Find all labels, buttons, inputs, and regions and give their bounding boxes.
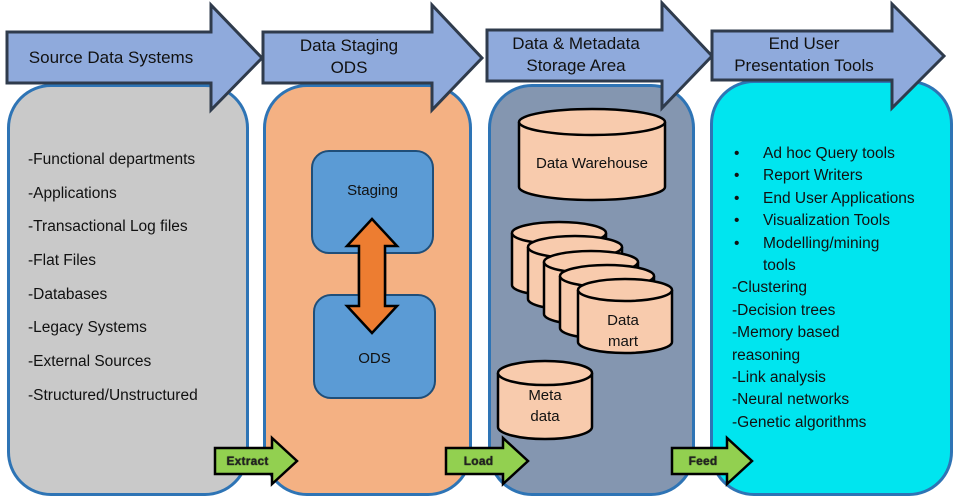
stage-title-line: ODS <box>330 58 368 77</box>
staging-label: Staging <box>347 182 398 199</box>
list-item: -External Sources <box>28 353 152 371</box>
list-item: -Memory based reasoning <box>732 324 840 364</box>
list-item: -Functional departments <box>28 151 196 168</box>
list-item: -Flat Files <box>28 252 97 270</box>
stage-title-tools: End User Presentation Tools <box>712 33 896 77</box>
presentation-tools-list: • Ad hoc Query tools • Report Writers • End… <box>732 143 915 434</box>
list-item: -Genetic algorithms <box>732 413 867 431</box>
bullet-icon: • <box>734 234 740 252</box>
feed-label: Feed <box>688 454 718 468</box>
tool-name: End User Applications <box>763 189 915 207</box>
tool-name: Report Writers <box>763 167 863 185</box>
list-item: -Clustering <box>732 279 807 297</box>
stage-title-staging: Data Staging ODS <box>263 35 435 79</box>
source-systems-panel <box>7 84 249 496</box>
data-warehouse-label: Data Warehouse <box>535 155 648 172</box>
feed-arrow <box>670 435 754 487</box>
stage-title-line: Storage Area <box>526 56 626 75</box>
list-item: • Ad hoc Query tools <box>732 143 915 165</box>
list-item: • Visualization Tools <box>732 210 915 232</box>
stage-title-line: Source Data Systems <box>28 48 194 67</box>
stage-title-storage: Data & Metadata Storage Area <box>487 33 665 77</box>
ods-box: ODS <box>313 294 436 399</box>
stage-title-line: Presentation Tools <box>734 56 874 75</box>
metadata-label: Meta data <box>498 385 592 427</box>
bullet-icon: • <box>734 212 740 230</box>
list-item: • Modelling/mining tools <box>732 233 915 278</box>
tool-name: Ad hoc Query tools <box>763 145 895 162</box>
data-mart-cylinder <box>576 277 674 355</box>
tool-name: Modelling/mining tools <box>763 234 880 275</box>
data-warehouse-cylinder <box>517 107 667 202</box>
list-item: • End User Applications <box>732 188 915 210</box>
metadata-cylinder <box>496 359 594 441</box>
metadata-label-line: data <box>530 408 560 425</box>
list-item: -Link analysis <box>732 369 826 387</box>
extract-label: Extract <box>226 454 269 468</box>
stage-title-line: Data & Metadata <box>512 34 640 53</box>
header-arrow-storage <box>485 0 715 112</box>
header-arrow-source <box>5 1 265 114</box>
list-item: -Databases <box>28 285 108 303</box>
list-item: -Neural networks <box>732 391 850 409</box>
header-arrow-staging <box>261 1 485 114</box>
stage-title-line: End User <box>768 34 840 53</box>
bullet-icon: • <box>734 167 740 185</box>
list-item: -Legacy Systems <box>28 319 147 337</box>
data-mart-stack <box>510 220 674 355</box>
header-arrow-tools <box>710 0 947 112</box>
list-item: • Report Writers <box>732 165 915 187</box>
load-label: Load <box>463 454 494 468</box>
data-mart-label: Data mart <box>578 310 668 352</box>
ods-label: ODS <box>358 350 391 367</box>
metadata-label-line: Meta <box>528 387 562 404</box>
data-mart-label-line: Data <box>607 312 639 329</box>
list-item: -Structured/Unstructured <box>28 386 198 404</box>
data-mart-label-line: mart <box>608 333 638 350</box>
source-systems-list: -Functional departments -Applications -T… <box>28 150 198 420</box>
tool-name: Visualization Tools <box>763 212 890 230</box>
list-item: -Applications <box>28 184 117 202</box>
staging-box: Staging <box>311 150 434 254</box>
stage-title-source: Source Data Systems <box>7 47 215 69</box>
list-item: -Decision trees <box>732 301 836 319</box>
presentation-tools-panel <box>710 80 953 496</box>
bullet-icon: • <box>734 189 740 207</box>
load-arrow <box>444 435 530 487</box>
extract-arrow <box>213 435 299 487</box>
list-item: -Transactional Log files <box>28 218 188 236</box>
bullet-icon: • <box>734 145 740 162</box>
stage-title-line: Data Staging <box>299 36 399 55</box>
